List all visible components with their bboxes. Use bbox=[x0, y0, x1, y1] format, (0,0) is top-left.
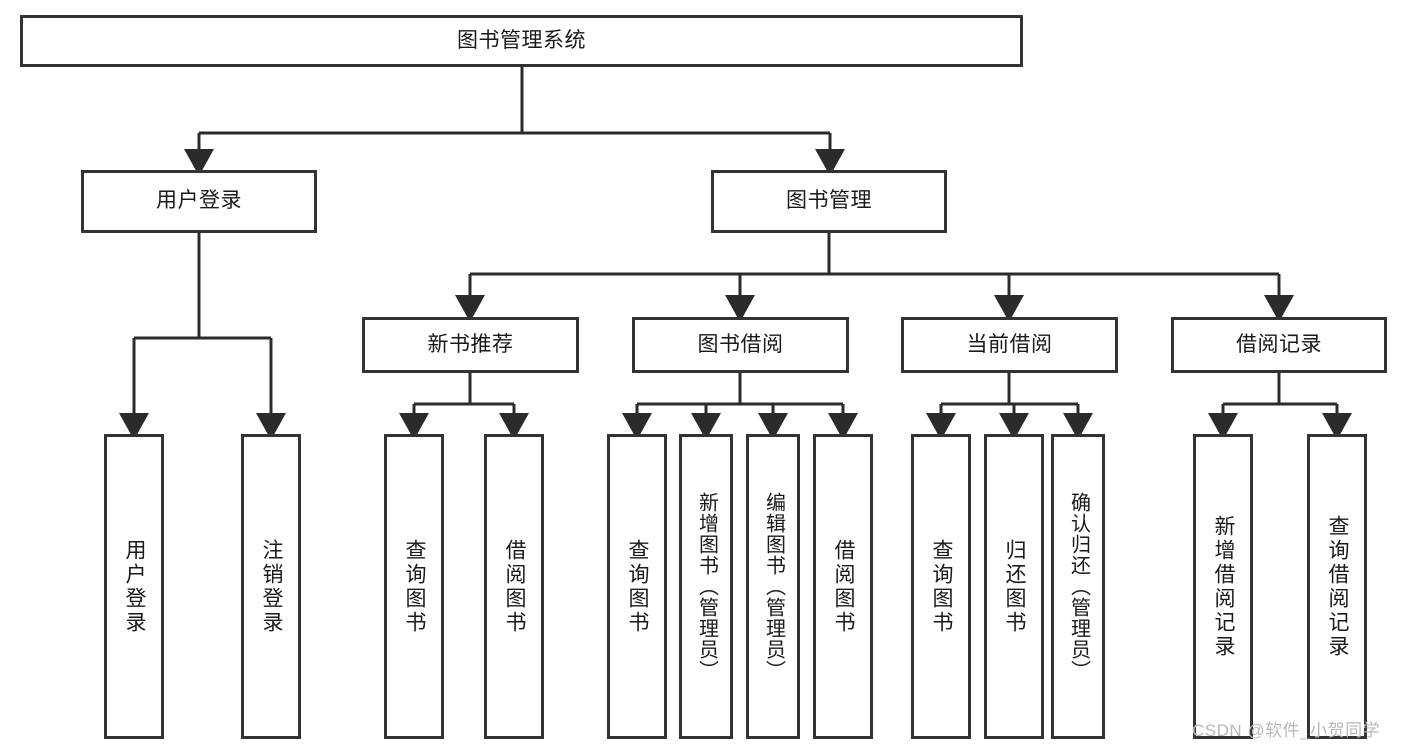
leaf-label: 编辑图书（管理员） bbox=[762, 492, 785, 681]
node-root[interactable]: 图书管理系统 bbox=[20, 15, 1023, 67]
leaf-label: 查询图书 bbox=[403, 538, 427, 635]
node-new-book-recommend[interactable]: 新书推荐 bbox=[362, 317, 579, 373]
node-borrow-record[interactable]: 借阅记录 bbox=[1171, 317, 1387, 373]
leaf-query-book-borrow[interactable]: 查询图书 bbox=[607, 434, 667, 739]
leaf-query-book-current[interactable]: 查询图书 bbox=[911, 434, 971, 739]
node-root-label: 图书管理系统 bbox=[457, 28, 586, 52]
leaf-confirm-return-admin[interactable]: 确认归还（管理员） bbox=[1051, 434, 1105, 739]
leaf-label: 确认归还（管理员） bbox=[1067, 492, 1090, 681]
node-user-login[interactable]: 用户登录 bbox=[81, 170, 317, 233]
node-user-login-label: 用户登录 bbox=[156, 189, 242, 213]
leaf-label: 查询借阅记录 bbox=[1326, 514, 1350, 659]
leaf-add-borrow-record[interactable]: 新增借阅记录 bbox=[1193, 434, 1253, 739]
leaf-return-book[interactable]: 归还图书 bbox=[984, 434, 1044, 739]
leaf-label: 注销登录 bbox=[260, 538, 284, 635]
node-borrow-record-label: 借阅记录 bbox=[1236, 332, 1322, 356]
watermark: CSDN @软件_小贺同学 bbox=[1192, 721, 1381, 740]
leaf-borrow-book[interactable]: 借阅图书 bbox=[813, 434, 873, 739]
node-current-borrow[interactable]: 当前借阅 bbox=[901, 317, 1118, 373]
leaf-label: 借阅图书 bbox=[503, 538, 527, 635]
node-book-borrow[interactable]: 图书借阅 bbox=[632, 317, 849, 373]
leaf-label: 查询图书 bbox=[930, 538, 954, 635]
leaf-query-borrow-record[interactable]: 查询借阅记录 bbox=[1307, 434, 1367, 739]
leaf-label: 归还图书 bbox=[1003, 538, 1027, 635]
leaf-label: 新增图书（管理员） bbox=[695, 492, 718, 681]
leaf-label: 用户登录 bbox=[123, 538, 147, 635]
node-book-borrow-label: 图书借阅 bbox=[697, 332, 784, 356]
leaf-borrow-book-recommend[interactable]: 借阅图书 bbox=[484, 434, 544, 739]
leaf-user-login[interactable]: 用户登录 bbox=[104, 434, 164, 739]
node-book-management-label: 图书管理 bbox=[786, 189, 872, 213]
leaf-edit-book-admin[interactable]: 编辑图书（管理员） bbox=[746, 434, 800, 739]
leaf-label: 查询图书 bbox=[626, 538, 650, 635]
leaf-user-logout[interactable]: 注销登录 bbox=[241, 434, 301, 739]
node-new-book-recommend-label: 新书推荐 bbox=[427, 332, 514, 356]
leaf-label: 借阅图书 bbox=[832, 538, 856, 635]
leaf-label: 新增借阅记录 bbox=[1212, 514, 1236, 659]
leaf-query-book-recommend[interactable]: 查询图书 bbox=[384, 434, 444, 739]
node-current-borrow-label: 当前借阅 bbox=[966, 332, 1053, 356]
leaf-add-book-admin[interactable]: 新增图书（管理员） bbox=[679, 434, 733, 739]
node-book-management[interactable]: 图书管理 bbox=[711, 170, 947, 233]
